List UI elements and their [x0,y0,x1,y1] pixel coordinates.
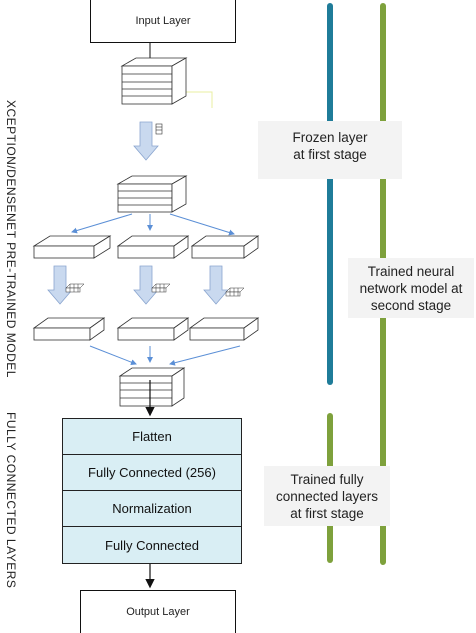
second-stage-note: Trained neural network model at second s… [348,258,474,318]
frozen-note-line-2: at first stage [293,147,367,162]
feature-stack-bottom [118,367,186,407]
input-layer-label: Input Layer [135,15,191,27]
feature-stack-top [120,57,188,105]
fc-layer-dense-256: Fully Connected (256) [63,455,241,491]
branch-arrow-right [169,213,235,236]
fc-note-line-1: Trained fully [290,472,364,487]
fully-connected-label: FULLY CONNECTED LAYERS [4,412,18,589]
branch-slab-center-2 [116,317,190,341]
input-layer-box: Input Layer [90,0,236,43]
second-stage-note-line-3: second stage [370,298,452,313]
branch-slab-right-2 [188,317,260,341]
fully-connected-stack: Flatten Fully Connected (256) Normalizat… [62,418,242,564]
frozen-note-line-1: Frozen layer [292,130,368,145]
block-arrow-1 [133,121,163,161]
fc-note-line-2: connected layers [275,489,379,504]
branch-arrow-left [71,213,133,234]
output-layer-label: Output Layer [126,606,190,618]
kernel-grids [65,283,245,297]
merge-arrow-left [89,345,137,365]
fc-layer-flatten: Flatten [63,419,241,455]
sketch-line [185,91,213,108]
branch-slab-left-2 [32,317,106,341]
frozen-layer-note: Frozen layer at first stage [258,121,402,179]
fc-note-line-3: at first stage [290,506,364,521]
pretrained-model-label: XCEPTION/DENSENET PRE-TRAINED MODEL [4,100,18,378]
branch-slab-right-1 [190,235,260,259]
branch-slab-center-1 [116,235,190,259]
second-stage-note-line-1: Trained neural [367,264,455,279]
merge-arrow-right [169,345,241,366]
branch-slab-left-1 [32,235,112,259]
fc-layer-normalization: Normalization [63,491,241,527]
feature-stack-middle [116,175,188,213]
fc-layer-dense: Fully Connected [63,527,241,563]
branch-block-arrows [47,265,229,305]
output-layer-box: Output Layer [80,590,236,633]
fc-first-stage-note: Trained fully connected layers at first … [264,466,390,526]
second-stage-note-line-2: network model at [359,281,463,296]
